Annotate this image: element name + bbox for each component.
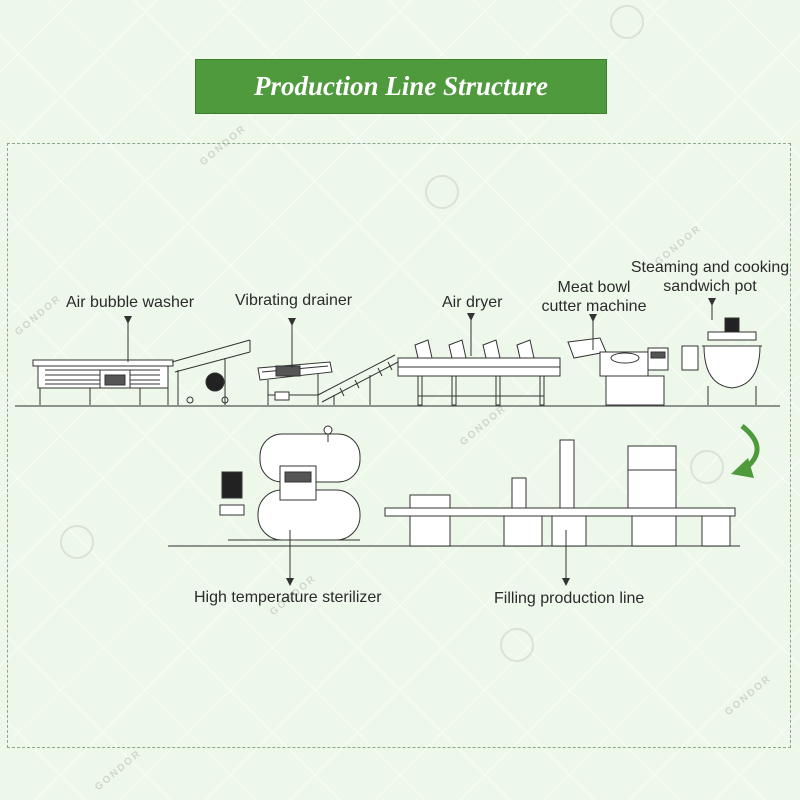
label-line: sandwich pot	[663, 278, 757, 295]
inclined-conveyor	[317, 354, 399, 405]
label-air-dryer: Air dryer	[442, 294, 503, 311]
logo-watermark-icon	[425, 175, 459, 209]
air-bubble-washer-machine	[32, 339, 251, 405]
label-line: Meat bowl	[557, 279, 631, 296]
logo-watermark-icon	[690, 450, 724, 484]
curved-arrow-down-left-icon	[731, 424, 760, 478]
label-sandwich-pot: Steaming and cooking sandwich pot	[630, 258, 790, 296]
label-meat-bowl-cutter: Meat bowl cutter machine	[541, 278, 647, 316]
logo-watermark-icon	[610, 5, 644, 39]
sandwich-pot-machine	[681, 317, 762, 405]
label-line: Steaming and cooking	[630, 259, 790, 276]
vibrating-drainer-machine	[257, 361, 333, 405]
label-vibrating-drainer: Vibrating drainer	[235, 292, 353, 309]
label-sterilizer: High temperature sterilizer	[194, 589, 382, 606]
high-temperature-sterilizer-machine	[219, 425, 361, 541]
logo-watermark-icon	[500, 628, 534, 662]
label-air-bubble-washer: Air bubble washer	[66, 294, 195, 311]
meat-bowl-cutter-machine	[567, 337, 669, 406]
logo-watermark-icon	[60, 525, 94, 559]
label-filling-line: Filling production line	[494, 590, 645, 607]
diagram-frame	[7, 143, 791, 748]
filling-production-line-machine	[384, 439, 736, 547]
title-banner: Production Line Structure	[195, 59, 607, 114]
label-line: cutter machine	[541, 298, 647, 315]
page-title: Production Line Structure	[253, 71, 549, 101]
air-dryer-machine	[397, 339, 561, 406]
